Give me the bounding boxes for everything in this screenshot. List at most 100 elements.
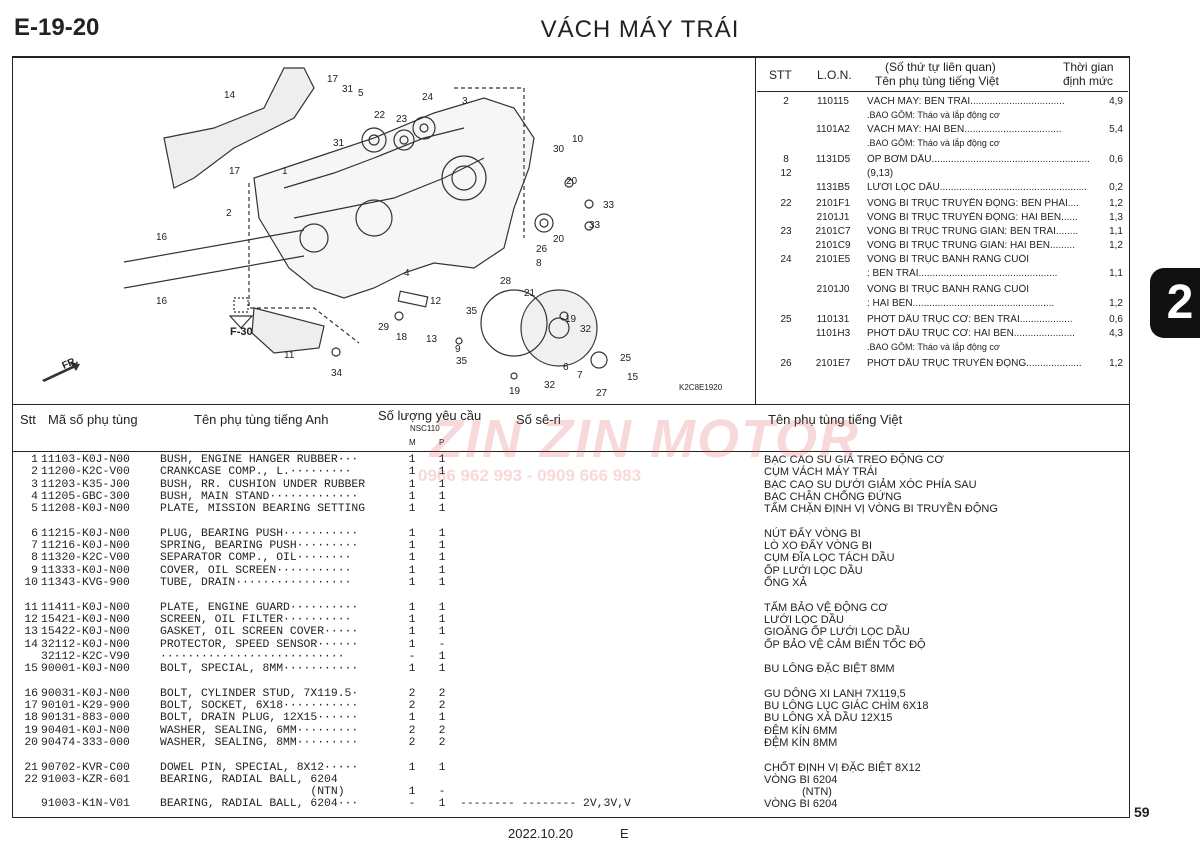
- section-tab: 2: [1150, 268, 1200, 338]
- cell-vi: CỤM VÁCH MÁY TRÁI: [764, 466, 878, 479]
- labor-time: 1,2: [1109, 358, 1123, 369]
- cell-vi: VÒNG BI 6204: [764, 773, 838, 786]
- table-row: 32112-K2C-V90···························…: [12, 651, 1130, 663]
- cell-pn: 11200-K2C-V00: [41, 466, 130, 479]
- labor-row: : BÊN TRÁI..............................…: [757, 268, 1128, 282]
- cell-pn: 90101-K29-900: [41, 700, 130, 712]
- cell-stt: 5: [31, 503, 38, 516]
- labor-row: : HAI BÊN...............................…: [757, 298, 1128, 312]
- title-rule: [12, 56, 1130, 58]
- cell-m: 1: [408, 478, 416, 491]
- cell-en: PLATE, MISSION BEARING SETTING: [160, 503, 366, 516]
- cell-pn: 11320-K2C-V00: [41, 552, 130, 565]
- exploded-diagram: [42, 67, 608, 382]
- labor-row: 12(9,13): [757, 168, 1128, 182]
- cell-m: 1: [408, 552, 416, 565]
- labor-time: 1,3: [1109, 212, 1123, 223]
- cell-vi: CHỐT ĐỊNH VỊ ĐẶC BIỆT 8X12: [764, 761, 921, 774]
- cell-m: 2: [408, 736, 416, 749]
- cell-en: BEARING, RADIAL BALL, 6204: [160, 773, 338, 786]
- cell-en: PROTECTOR, SPEED SENSOR······: [160, 638, 359, 651]
- cell-vi: BU LÔNG ĐẶC BIỆT 8MM: [764, 663, 895, 676]
- page-title: VÁCH MÁY TRÁI: [540, 16, 740, 43]
- cell-p: 1: [438, 478, 446, 491]
- header-name-1: (Số thứ tự liên quan): [885, 60, 996, 74]
- callout-label: 10: [572, 134, 584, 145]
- callout-label: 19: [565, 314, 577, 325]
- footer-edition: E: [620, 826, 629, 841]
- cell-vi: BU LÔNG LỤC GIÁC CHÌM 6X18: [764, 700, 929, 712]
- callout-label: 33: [589, 220, 601, 231]
- cell-vi: ỐP BẢO VỆ CẢM BIẾN TỐC ĐỘ: [764, 638, 926, 651]
- labor-row: .BAO GỒM: Tháo và lắp động cơ: [757, 342, 1128, 356]
- cell-p: 1: [438, 626, 446, 639]
- parts-table-header: Stt Mã số phụ tùng Tên phụ tùng tiếng An…: [12, 406, 1130, 452]
- labor-lon: 2101C9: [815, 240, 851, 251]
- cell-m: -: [408, 798, 416, 811]
- col-name-en: Tên phụ tùng tiếng Anh: [194, 412, 329, 427]
- labor-name: .BAO GỒM: Tháo và lắp động cơ: [867, 138, 1000, 148]
- callout-label: 26: [536, 244, 548, 255]
- callout-label: 20: [553, 234, 565, 245]
- cell-stt: 9: [31, 564, 38, 577]
- cell-p: 1: [438, 663, 446, 676]
- col-p: P: [439, 438, 445, 447]
- cell-en: BUSH, ENGINE HANGER RUBBER···: [160, 454, 359, 466]
- cell-en: PLATE, ENGINE GUARD··········: [160, 601, 359, 614]
- cell-stt: 1: [31, 454, 38, 466]
- cell-pn: 11411-K0J-N00: [41, 601, 130, 614]
- cell-pn: 15421-K0J-N00: [41, 613, 130, 626]
- cell-p: 1: [438, 503, 446, 516]
- header-stt: STT: [769, 68, 792, 82]
- cell-p: 1: [438, 798, 446, 811]
- cell-m: 1: [408, 663, 416, 676]
- labor-name: VÁCH MÁY: HAI BÊN.......................…: [867, 124, 1062, 135]
- col-serial: Số sê-ri: [516, 412, 561, 427]
- cell-p: 1: [438, 601, 446, 614]
- labor-name: .BAO GỒM: Tháo và lắp động cơ: [867, 110, 1000, 120]
- cell-m: 2: [408, 724, 416, 737]
- labor-name: .BAO GỒM: Tháo và lắp động cơ: [867, 342, 1000, 352]
- callout-label: 15: [627, 372, 639, 383]
- cell-vi: GIOĂNG ỐP LƯỚI LỌC DẦU: [764, 626, 910, 639]
- cell-stt: 14: [24, 638, 38, 651]
- cell-en: WASHER, SEALING, 6MM·········: [160, 724, 359, 737]
- cell-p: 1: [438, 650, 446, 663]
- col-qty: Số lượng yêu cầu: [378, 408, 482, 423]
- cell-pn: 90131-883-000: [41, 712, 130, 725]
- labor-time-header: STT L.O.N. (Số thứ tự liên quan) Tên phụ…: [757, 58, 1128, 92]
- cell-pn: 91003-K1N-V01: [41, 798, 130, 811]
- vertical-divider: [755, 56, 756, 404]
- cell-stt: 12: [24, 613, 38, 626]
- labor-row: .BAO GỒM: Tháo và lắp động cơ: [757, 110, 1128, 124]
- cell-pn: 90474-333-000: [41, 736, 130, 749]
- labor-name: VÒNG BI TRỤC TRUNG GIAN: HAI BÊN........…: [867, 240, 1075, 251]
- cell-m: 1: [408, 613, 416, 626]
- callout-label: 27: [596, 388, 608, 399]
- horizontal-divider: [12, 404, 1130, 405]
- callout-label: 16: [156, 232, 168, 243]
- header-lon: L.O.N.: [817, 68, 852, 82]
- labor-time: 1,2: [1109, 198, 1123, 209]
- cell-pn: 91003-KZR-601: [41, 773, 130, 786]
- labor-time: 1,2: [1109, 240, 1123, 251]
- labor-name: VÒNG BI TRỤC BÁNH RĂNG CUỐI: [867, 284, 1030, 295]
- labor-stt: 26: [780, 358, 792, 369]
- labor-time: 5,4: [1109, 124, 1123, 135]
- callout-label: 4: [404, 268, 410, 279]
- callout-label: 33: [603, 200, 615, 211]
- labor-stt: 12: [780, 168, 792, 179]
- cell-m: 1: [408, 577, 416, 589]
- col-model: NSC110: [410, 424, 440, 433]
- callout-label: 23: [396, 114, 408, 125]
